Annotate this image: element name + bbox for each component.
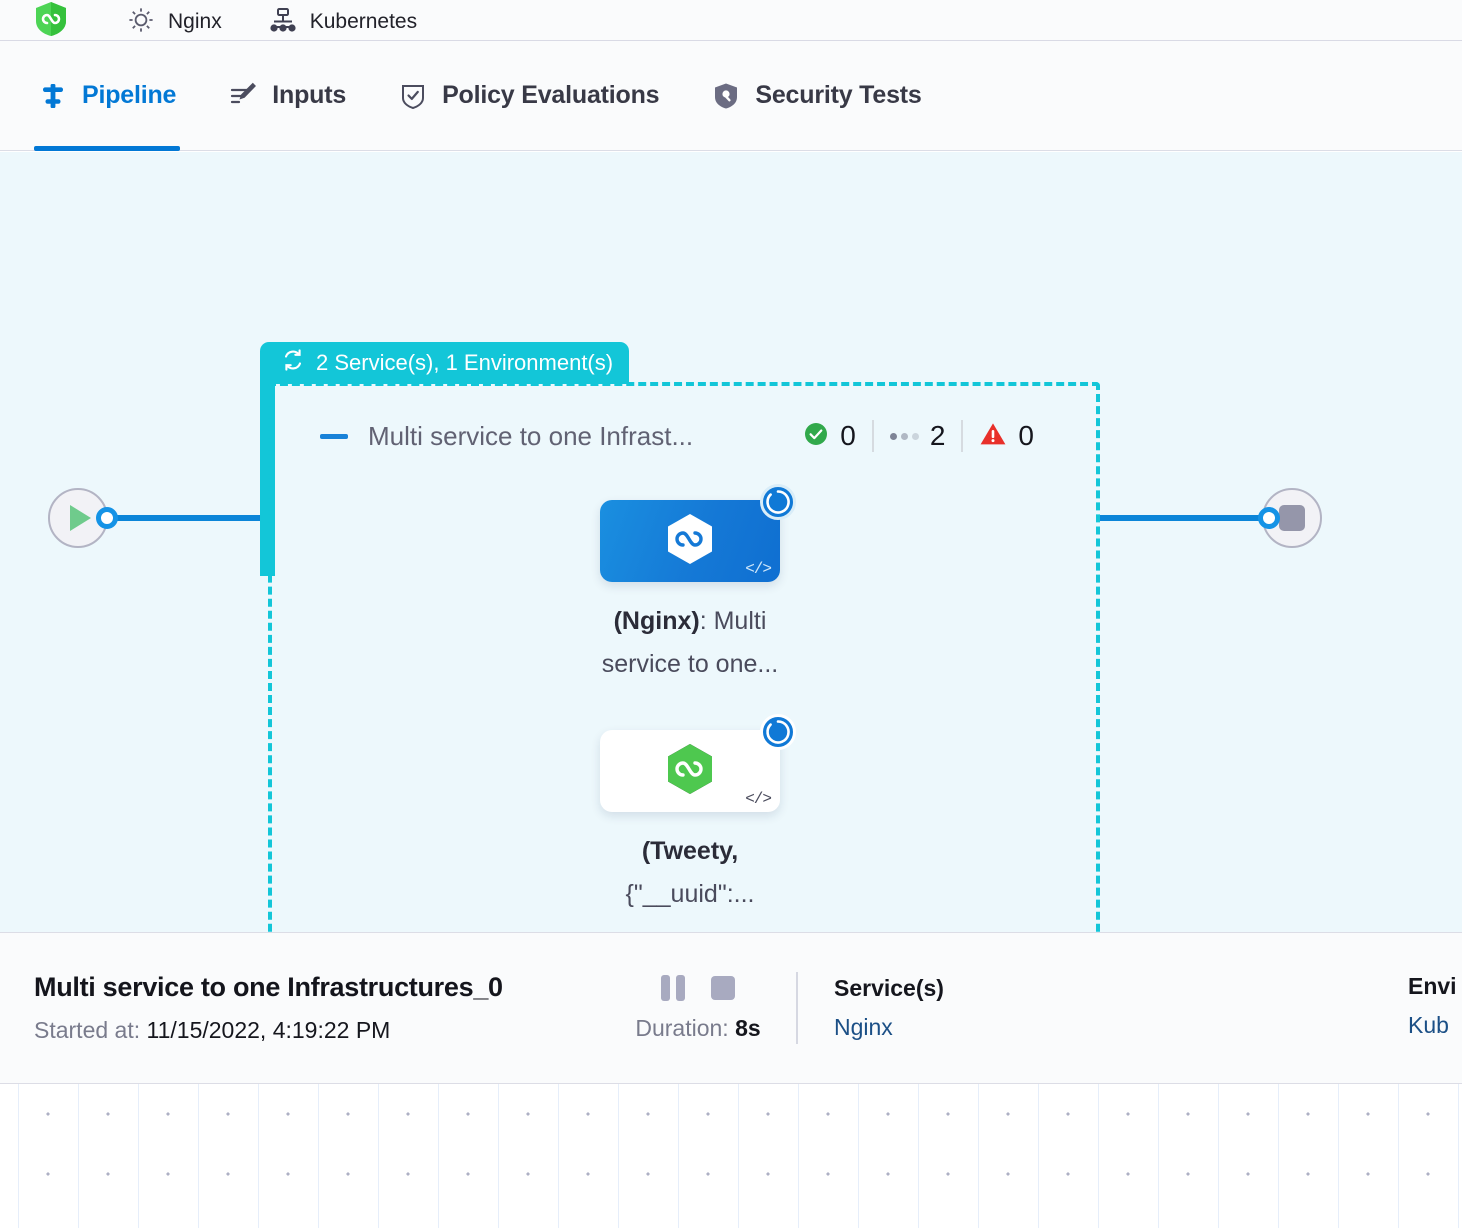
breadcrumb: Nginx Kubernetes — [0, 0, 1462, 41]
service-node-label: (Nginx): Multi service to one... — [580, 600, 800, 685]
breadcrumb-item-environment[interactable]: Kubernetes — [268, 10, 417, 40]
execution-summary: Multi service to one Infrastructures_0 S… — [34, 972, 600, 1044]
end-port[interactable] — [1258, 507, 1280, 529]
execution-started: Started at: 11/15/2022, 4:19:22 PM — [34, 1017, 600, 1044]
tab-policy-evaluations[interactable]: Policy Evaluations — [396, 41, 661, 151]
started-at-label: Started at: — [34, 1017, 140, 1043]
services-column: Service(s) Nginx — [834, 975, 1054, 1041]
start-port[interactable] — [96, 507, 118, 529]
pipeline-canvas[interactable]: 2 Service(s), 1 Environment(s) Multi ser… — [0, 152, 1462, 932]
services-value[interactable]: Nginx — [834, 1014, 1054, 1041]
connector-end — [1098, 515, 1270, 521]
tab-inputs[interactable]: Inputs — [226, 41, 348, 151]
inputs-icon — [228, 81, 258, 111]
stage-banner[interactable]: 2 Service(s), 1 Environment(s) — [260, 342, 629, 384]
service-node-label-bold: (Nginx) — [614, 607, 700, 635]
security-icon — [711, 81, 741, 111]
panel-divider — [796, 972, 798, 1044]
stat-pending: 2 — [872, 420, 962, 452]
in-progress-spinner-icon — [760, 714, 796, 750]
tab-policy-evaluations-label: Policy Evaluations — [442, 81, 659, 110]
execution-title: Multi service to one Infrastructures_0 — [34, 972, 600, 1003]
service-node-card[interactable]: </> — [600, 500, 780, 582]
environments-column: Envi Kub — [1408, 973, 1462, 1039]
execution-controls — [661, 975, 735, 1001]
breadcrumb-item-service-label: Nginx — [168, 11, 222, 32]
tab-bar: Pipeline Inputs Policy Evaluatio — [0, 41, 1462, 151]
started-at-value: 11/15/2022, 4:19:22 PM — [147, 1017, 391, 1043]
stage-banner-label: 2 Service(s), 1 Environment(s) — [316, 350, 613, 376]
play-icon — [70, 505, 91, 531]
environments-heading: Envi — [1408, 973, 1462, 1000]
tab-security-tests[interactable]: Security Tests — [709, 41, 923, 151]
grid-canvas-background — [0, 1084, 1462, 1228]
rotate-loop-icon — [280, 347, 306, 379]
pipeline-icon — [38, 81, 68, 111]
stat-pending-value: 2 — [930, 420, 946, 452]
connector-start — [108, 515, 268, 521]
policy-icon — [398, 81, 428, 111]
pause-icon[interactable] — [661, 975, 685, 1001]
stat-success: 0 — [803, 420, 872, 452]
tab-pipeline[interactable]: Pipeline — [36, 41, 178, 151]
tab-security-tests-label: Security Tests — [755, 81, 921, 110]
kubernetes-icon — [268, 5, 298, 35]
stage-header: Multi service to one Infrast... 0 — [320, 420, 1050, 452]
service-node-label: (Tweety, {"__uuid":... — [580, 830, 800, 915]
error-warning-icon — [979, 421, 1007, 452]
duration-text: Duration: 8s — [635, 1015, 760, 1042]
service-node-card[interactable]: </> — [600, 730, 780, 812]
harness-hex-logo-white — [662, 511, 718, 572]
stage-stats: 0 2 0 — [803, 420, 1050, 452]
gear-icon — [126, 5, 156, 35]
in-progress-spinner-icon — [760, 484, 796, 520]
breadcrumb-item-environment-label: Kubernetes — [310, 11, 417, 32]
harness-hex-logo-green — [662, 741, 718, 802]
stage-title: Multi service to one Infrast... — [368, 421, 693, 452]
duration-value: 8s — [735, 1015, 761, 1041]
environments-value[interactable]: Kub — [1408, 1012, 1462, 1039]
stat-success-value: 0 — [840, 420, 856, 452]
services-heading: Service(s) — [834, 975, 1054, 1002]
service-node-nginx[interactable]: </> (Nginx): Multi service to one... — [590, 500, 790, 685]
duration-label: Duration: — [635, 1015, 728, 1041]
service-node-label-bold: (Tweety, — [642, 837, 738, 865]
duration-block: Duration: 8s — [600, 975, 796, 1042]
pending-dots-icon — [890, 433, 919, 440]
harness-shield-logo — [34, 1, 68, 37]
tab-inputs-label: Inputs — [272, 81, 346, 110]
stop-square-icon — [1279, 505, 1305, 531]
breadcrumb-item-project[interactable] — [34, 10, 80, 40]
service-node-tweety[interactable]: </> (Tweety, {"__uuid":... — [590, 730, 790, 915]
collapse-dash-icon[interactable] — [320, 434, 348, 439]
execution-detail-panel: Multi service to one Infrastructures_0 S… — [0, 932, 1462, 1084]
success-check-icon — [803, 421, 829, 452]
stat-error-value: 0 — [1018, 420, 1034, 452]
breadcrumb-item-service[interactable]: Nginx — [126, 10, 222, 40]
code-brackets-icon[interactable]: </> — [745, 560, 771, 578]
tab-pipeline-label: Pipeline — [82, 81, 176, 110]
service-node-label-rest: {"__uuid":... — [626, 880, 755, 908]
code-brackets-icon[interactable]: </> — [745, 790, 771, 808]
stat-error: 0 — [961, 420, 1050, 452]
stop-icon[interactable] — [711, 976, 735, 1000]
